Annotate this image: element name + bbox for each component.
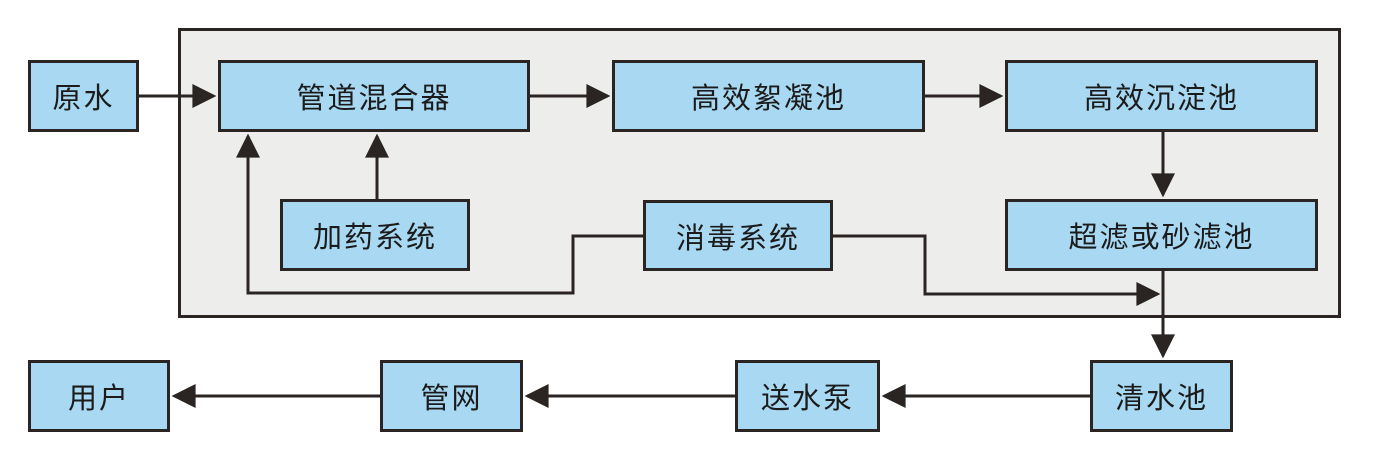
node-filter-tank: 超滤或砂滤池 bbox=[1005, 199, 1318, 271]
node-user: 用户 bbox=[28, 360, 170, 432]
node-flocculation-tank-label: 高效絮凝池 bbox=[690, 83, 846, 115]
node-dosing-system: 加药系统 bbox=[280, 199, 470, 271]
node-disinfection-system: 消毒系统 bbox=[643, 200, 833, 271]
node-clear-water-tank-label: 清水池 bbox=[1114, 383, 1208, 415]
node-sedimentation-tank: 高效沉淀池 bbox=[1005, 60, 1318, 132]
node-filter-tank-label: 超滤或砂滤池 bbox=[1068, 222, 1255, 254]
node-sedimentation-tank-label: 高效沉淀池 bbox=[1083, 83, 1239, 115]
node-disinfection-system-label: 消毒系统 bbox=[675, 222, 800, 255]
node-raw-water-label: 原水 bbox=[52, 83, 115, 115]
node-flocculation-tank: 高效絮凝池 bbox=[612, 60, 925, 132]
node-pipe-mixer-label: 管道混合器 bbox=[296, 83, 452, 115]
node-pipe-network: 管网 bbox=[380, 360, 523, 432]
node-dosing-system-label: 加药系统 bbox=[312, 222, 437, 254]
node-delivery-pump: 送水泵 bbox=[735, 360, 880, 432]
node-pipe-mixer: 管道混合器 bbox=[218, 60, 530, 132]
node-delivery-pump-label: 送水泵 bbox=[760, 383, 854, 415]
node-pipe-network-label: 管网 bbox=[420, 383, 483, 415]
node-clear-water-tank: 清水池 bbox=[1090, 360, 1233, 432]
node-user-label: 用户 bbox=[67, 383, 130, 415]
node-raw-water: 原水 bbox=[28, 60, 139, 132]
